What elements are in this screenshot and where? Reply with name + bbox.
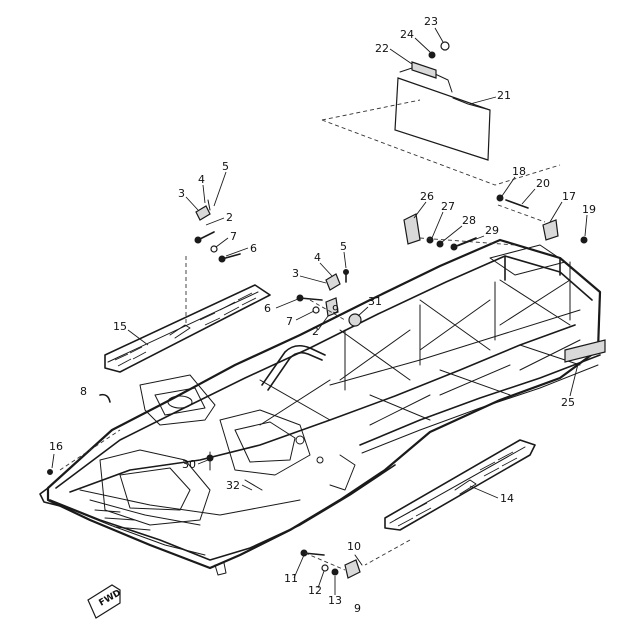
cross-bracing: [259, 261, 601, 454]
hardware-group-center: [296, 269, 349, 317]
step-board-left-15: [104, 284, 271, 373]
callout-6b: 6: [264, 302, 271, 315]
callout-32: 32: [226, 479, 240, 492]
callout-23: 23: [424, 15, 438, 28]
callout-8: 8: [80, 385, 87, 398]
callout-7b: 7: [286, 315, 293, 328]
callout-labels: 2 3 4 5 6 7 8 9 10 11 12 13 14 15 16 17 …: [49, 15, 596, 615]
callout-9b: 9: [332, 303, 339, 316]
callout-3b: 3: [292, 267, 299, 280]
callout-25: 25: [561, 396, 575, 409]
callout-4b: 4: [314, 251, 321, 264]
callout-20: 20: [536, 177, 550, 190]
callout-21: 21: [497, 89, 511, 102]
callout-10: 10: [347, 540, 361, 553]
callout-2b: 2: [312, 325, 319, 338]
hardware-group-lower: [300, 549, 363, 579]
callout-30: 30: [182, 458, 196, 471]
callout-26: 26: [420, 190, 434, 203]
step-board-right-14: [384, 439, 536, 531]
callout-3: 3: [178, 187, 185, 200]
callout-7: 7: [230, 230, 237, 243]
hardware-group-rear: [348, 194, 588, 327]
floor-pan-details: [79, 374, 356, 576]
callout-27: 27: [441, 200, 455, 213]
callout-31: 31: [368, 295, 382, 308]
callout-5b: 5: [340, 240, 347, 253]
callout-19: 19: [582, 203, 596, 216]
callout-14: 14: [500, 492, 514, 505]
callout-22: 22: [375, 42, 389, 55]
callout-9: 9: [354, 602, 361, 615]
callout-15: 15: [113, 320, 127, 333]
hardware-group-upper-left: [194, 199, 241, 263]
callout-13: 13: [328, 594, 342, 607]
hardware-group-top: [411, 41, 450, 79]
assembly-lines: [59, 99, 561, 571]
forward-direction-marker: FWD: [87, 584, 123, 619]
handle-tube: [261, 344, 326, 391]
callout-28: 28: [462, 214, 476, 227]
callout-4: 4: [198, 173, 205, 186]
callout-6: 6: [250, 242, 257, 255]
callout-11: 11: [284, 572, 298, 585]
callout-24: 24: [400, 28, 414, 41]
callout-16: 16: [49, 440, 63, 453]
callout-18: 18: [512, 165, 526, 178]
callout-5: 5: [222, 160, 229, 173]
callout-17: 17: [562, 190, 576, 203]
hardware-misc: [47, 339, 606, 491]
callout-2: 2: [226, 211, 233, 224]
callout-12: 12: [308, 584, 322, 597]
callout-29: 29: [485, 224, 499, 237]
cover-plate-21: [394, 65, 491, 161]
